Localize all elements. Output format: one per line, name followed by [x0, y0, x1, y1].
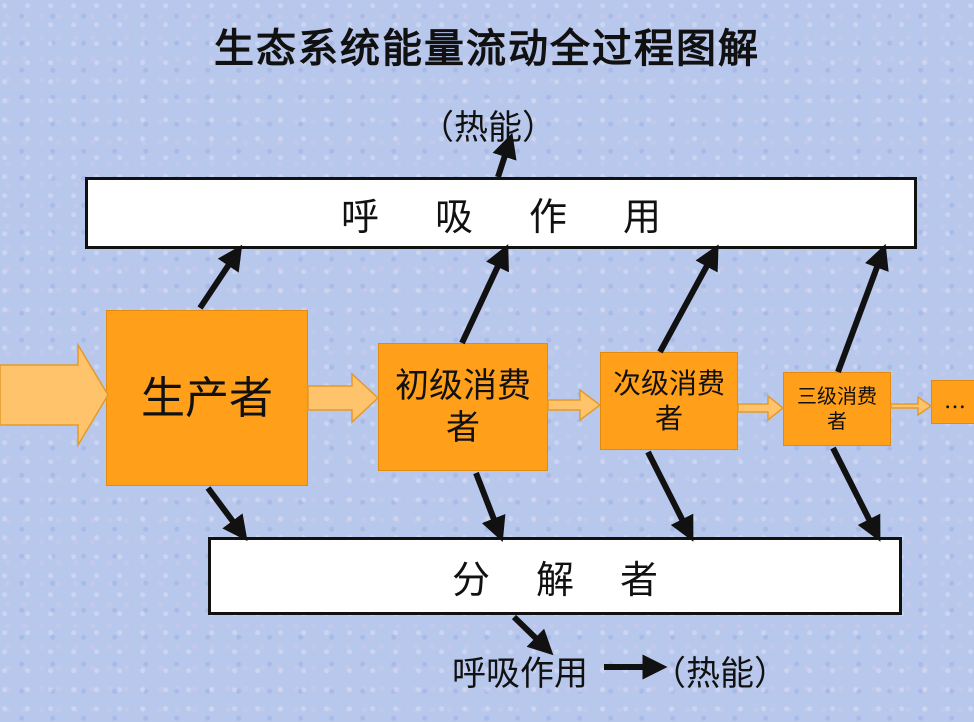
- bottom-caption-heat: （热能）: [652, 654, 788, 694]
- respiration-arrow-producer: [197, 244, 243, 310]
- sunlight-flow-arrow: [0, 342, 109, 448]
- flow-arrow-primary-to-secondary: [547, 388, 602, 422]
- decomposer-arrow-tertiary: [830, 446, 881, 542]
- flow-arrow-secondary-to-tertiary: [737, 394, 785, 422]
- primary-consumer-box: 初级消费者: [378, 343, 548, 471]
- respiration-arrow-top-heat: [492, 132, 517, 178]
- flow-arrow-producer-to-primary: [307, 372, 380, 424]
- heat-top-label: （热能）: [420, 108, 556, 148]
- secondary-consumer-box: 次级消费者: [600, 352, 738, 450]
- decomposer-respiration-arrow: [511, 614, 554, 656]
- respiration-arrow-secondary: [657, 244, 719, 354]
- decomposer-arrow-primary: [473, 471, 506, 543]
- flow-arrow-tertiary-to-more: [890, 395, 933, 417]
- decomposer-arrow-producer: [205, 486, 248, 542]
- respiration-arrow-primary: [459, 244, 509, 345]
- more-levels-box: …: [931, 380, 974, 424]
- tertiary-consumer-box: 三级消费者: [783, 372, 891, 446]
- producer-box: 生产者: [106, 310, 308, 486]
- bottom-caption-respiration: 呼吸作用: [452, 654, 588, 694]
- decomposer-bar: 分解者: [208, 537, 902, 615]
- bottom-caption: 呼吸作用 （热能）: [452, 646, 788, 695]
- respiration-arrow-tertiary: [835, 243, 889, 374]
- decomposer-arrow-secondary: [645, 450, 694, 542]
- page-title: 生态系统能量流动全过程图解: [214, 26, 760, 72]
